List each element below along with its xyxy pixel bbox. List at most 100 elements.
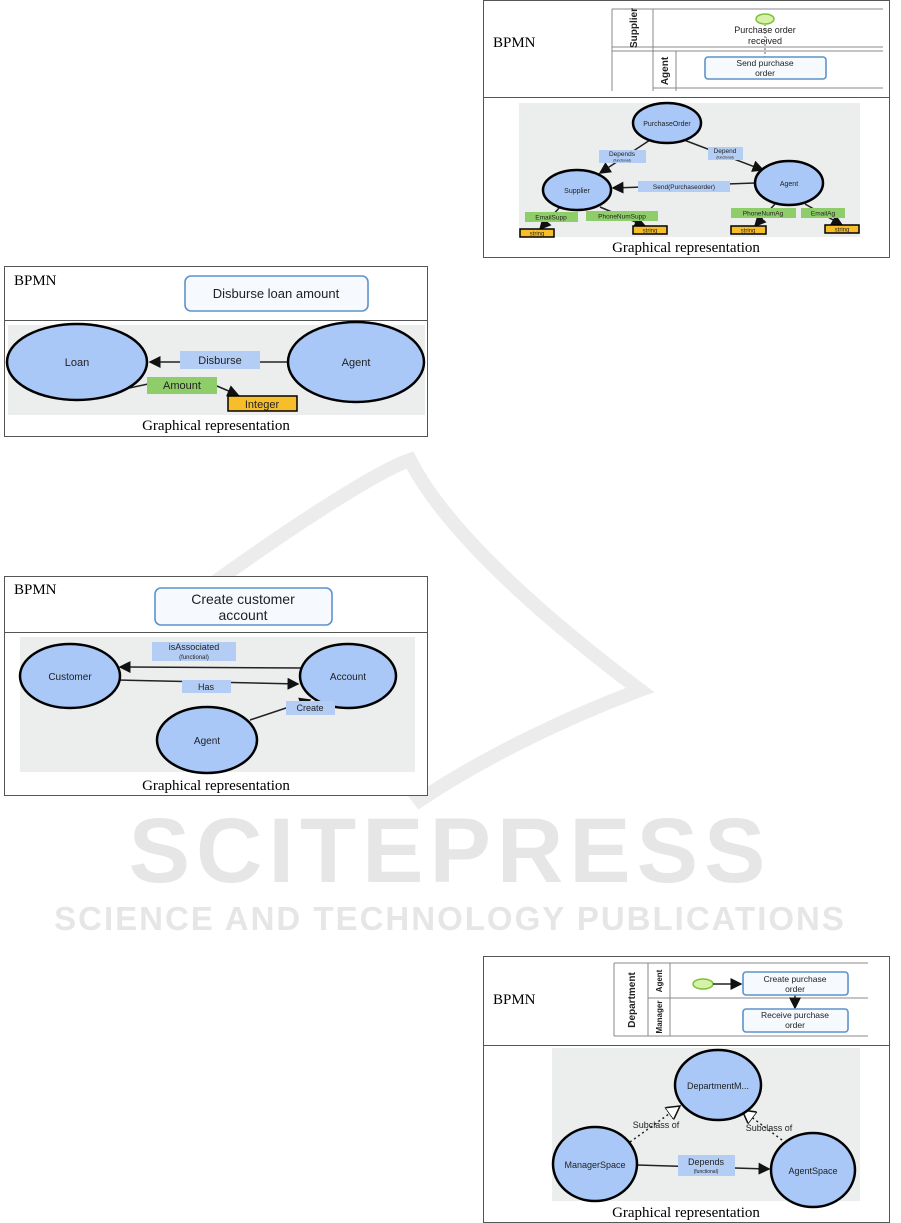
start-event-icon bbox=[692, 978, 714, 990]
node-departmentm bbox=[673, 1048, 763, 1122]
datatype-string-label: string bbox=[741, 229, 756, 235]
bpmn-task-create-label-1: Create purchase bbox=[764, 974, 827, 984]
node-purchaseorder bbox=[631, 101, 703, 145]
relation-depends bbox=[678, 1155, 735, 1176]
relation-send bbox=[638, 181, 730, 192]
node-agent-label: Agent bbox=[780, 181, 798, 188]
bpmn-label: BPMN bbox=[14, 273, 57, 289]
node-agent bbox=[155, 705, 259, 775]
relation-disburse bbox=[180, 351, 260, 369]
relation-has-label: Has bbox=[198, 682, 215, 692]
relation-create bbox=[286, 701, 335, 715]
relation-depend bbox=[708, 147, 743, 160]
datatype-string bbox=[824, 224, 860, 234]
attribute-phonenumag bbox=[731, 208, 796, 218]
attribute-emailsupp-label: EmailSupp bbox=[535, 215, 567, 222]
caption: Graphical representation bbox=[142, 418, 290, 434]
lane-agent-label: Agent bbox=[660, 56, 671, 85]
start-event-icon bbox=[755, 13, 775, 25]
node-purchaseorder-label: PurchaseOrder bbox=[643, 121, 691, 128]
node-account bbox=[298, 642, 398, 710]
relation-send-label: Send(Purchaseorder) bbox=[653, 184, 715, 191]
relation-depends-label: Depends bbox=[609, 151, 636, 158]
watermark-title: SCITEPRESS bbox=[129, 800, 772, 902]
datatype-string-label: string bbox=[835, 228, 850, 234]
node-managerspace-label: ManagerSpace bbox=[564, 1160, 625, 1170]
attribute-emailag bbox=[801, 208, 845, 218]
caption: Graphical representation bbox=[142, 778, 290, 794]
caption: Graphical representation bbox=[612, 240, 760, 256]
bpmn-task-label-2: account bbox=[218, 607, 267, 623]
attribute-amount-label: Amount bbox=[163, 380, 201, 392]
datatype-integer-label: Integer bbox=[245, 399, 280, 411]
relation-depend-note: (functional) bbox=[716, 156, 733, 160]
bpmn-label: BPMN bbox=[493, 992, 536, 1008]
pool-department-label: Department bbox=[627, 972, 638, 1028]
node-supplier-label: Supplier bbox=[564, 188, 590, 195]
bpmn-task-label-1: Create customer bbox=[191, 591, 295, 607]
watermark-subtitle: SCIENCE AND TECHNOLOGY PUBLICATIONS bbox=[54, 900, 846, 937]
figure-department: BPMN Department Agent Manager Create pur… bbox=[483, 956, 890, 1223]
bpmn-task bbox=[704, 56, 827, 80]
lane-supplier-label: Supplier bbox=[629, 8, 640, 48]
start-event-label-1: Purchase order bbox=[734, 25, 796, 35]
relation-subclass-left-label: Subclass of bbox=[633, 1120, 680, 1130]
relation-depends bbox=[599, 150, 646, 163]
datatype-string bbox=[519, 228, 555, 238]
node-loan bbox=[5, 322, 149, 402]
attribute-emailag-label: EmailAg bbox=[811, 211, 836, 218]
lane-agent-label: Agent bbox=[655, 969, 664, 992]
caption: Graphical representation bbox=[612, 1205, 760, 1221]
relation-create-label: Create bbox=[296, 703, 323, 713]
bpmn-task bbox=[154, 587, 333, 626]
node-departmentm-label: DepartmentM... bbox=[687, 1081, 749, 1091]
node-agentspace bbox=[769, 1131, 857, 1209]
node-agent-label: Agent bbox=[194, 736, 220, 747]
datatype-string-label: string bbox=[530, 232, 545, 238]
relation-has bbox=[182, 680, 231, 693]
bpmn-task-create-label-2: order bbox=[785, 984, 805, 994]
datatype-string-label: string bbox=[643, 229, 658, 235]
bpmn-task-label-1: Send purchase bbox=[736, 58, 793, 68]
relation-depends-note: (functional) bbox=[694, 1169, 719, 1175]
watermark: SCITEPRESS SCIENCE AND TECHNOLOGY PUBLIC… bbox=[54, 800, 846, 937]
relation-disburse-label: Disburse bbox=[198, 355, 241, 367]
relation-subclass-right-label: Subclass of bbox=[746, 1123, 793, 1133]
node-account-label: Account bbox=[330, 672, 366, 683]
node-agent-label: Agent bbox=[342, 357, 371, 369]
relation-isassociated bbox=[152, 642, 236, 661]
node-agent bbox=[286, 320, 426, 404]
node-agent bbox=[753, 159, 825, 207]
lane-manager-label: Manager bbox=[655, 1001, 664, 1034]
attribute-phonenumsupp bbox=[586, 211, 658, 221]
datatype-string bbox=[730, 225, 767, 235]
bpmn-task-receive-label-1: Receive purchase bbox=[761, 1010, 829, 1020]
node-supplier bbox=[541, 168, 613, 212]
datatype-integer bbox=[227, 395, 298, 412]
attribute-phonenumsupp-label: PhoneNumSupp bbox=[598, 214, 646, 221]
node-loan-label: Loan bbox=[65, 357, 89, 369]
figure-purchase: BPMN Supplier Agent Purchase order recei… bbox=[483, 0, 890, 258]
node-customer-label: Customer bbox=[48, 672, 92, 683]
bpmn-task bbox=[184, 275, 369, 312]
relation-isassociated-note: (functional) bbox=[179, 655, 209, 661]
datatype-string bbox=[632, 225, 668, 235]
node-customer bbox=[18, 642, 122, 710]
bpmn-task-create bbox=[742, 971, 849, 996]
bpmn-task-label-2: order bbox=[755, 68, 775, 78]
relation-depends-note: (functional) bbox=[613, 159, 630, 163]
figure-customer: BPMN Create customer account Customer Ac… bbox=[4, 576, 428, 796]
node-managerspace bbox=[551, 1125, 639, 1203]
attribute-phonenumag-label: PhoneNumAg bbox=[743, 211, 784, 218]
attribute-amount bbox=[147, 377, 217, 394]
start-event-label-2: received bbox=[748, 36, 782, 46]
bpmn-task-receive-label-2: order bbox=[785, 1020, 805, 1030]
node-agentspace-label: AgentSpace bbox=[788, 1166, 837, 1176]
bpmn-label: BPMN bbox=[14, 582, 57, 598]
bpmn-task-label: Disburse loan amount bbox=[213, 286, 340, 301]
attribute-emailsupp bbox=[525, 212, 578, 222]
bpmn-task-receive bbox=[742, 1008, 849, 1033]
bpmn-label: BPMN bbox=[493, 35, 536, 51]
relation-depends-label: Depends bbox=[688, 1157, 725, 1167]
